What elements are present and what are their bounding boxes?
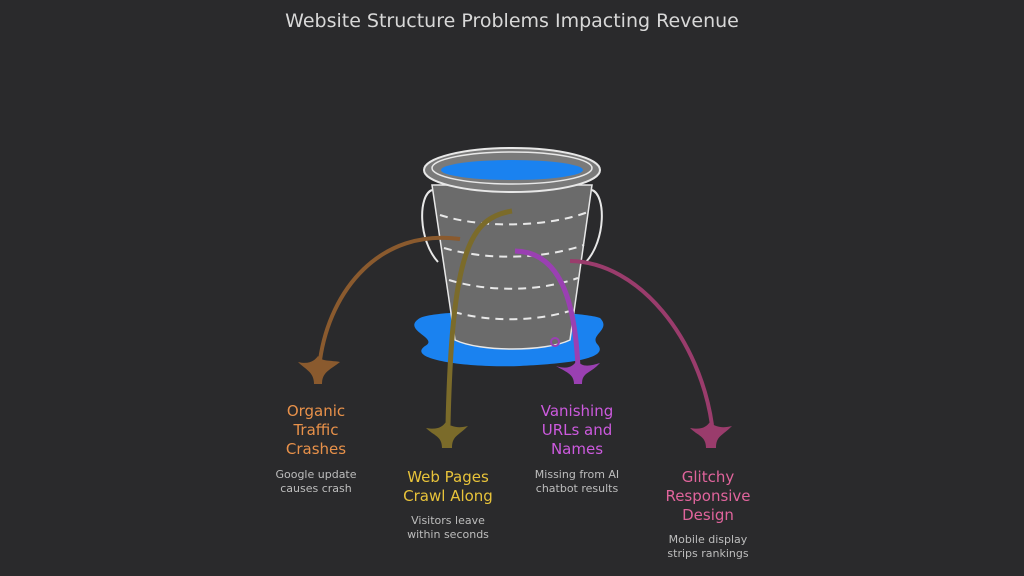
splash-vanishing xyxy=(556,360,600,384)
splash-organic xyxy=(298,356,340,384)
bucket-dashed-bands xyxy=(439,211,589,321)
splash-webpages xyxy=(426,422,468,448)
problem-title-glitchy: Glitchy Responsive Design xyxy=(665,468,751,524)
bucket-handle-left xyxy=(421,189,439,263)
splash-glitchy xyxy=(690,422,732,448)
problem-title-webpages: Web Pages Crawl Along xyxy=(403,468,493,505)
stream-vanishing xyxy=(514,248,581,369)
problem-title-vanishing: Vanishing URLs and Names xyxy=(540,402,614,458)
stream-webpages xyxy=(445,208,513,426)
bucket-body xyxy=(431,184,593,350)
problem-title-organic: Organic Traffic Crashes xyxy=(285,402,347,458)
stream-organic xyxy=(318,235,461,361)
bucket-water xyxy=(441,160,583,180)
bucket-handle-right xyxy=(585,189,603,263)
stream-glitchy xyxy=(569,259,714,426)
diagram-title: Website Structure Problems Impacting Rev… xyxy=(285,10,739,32)
